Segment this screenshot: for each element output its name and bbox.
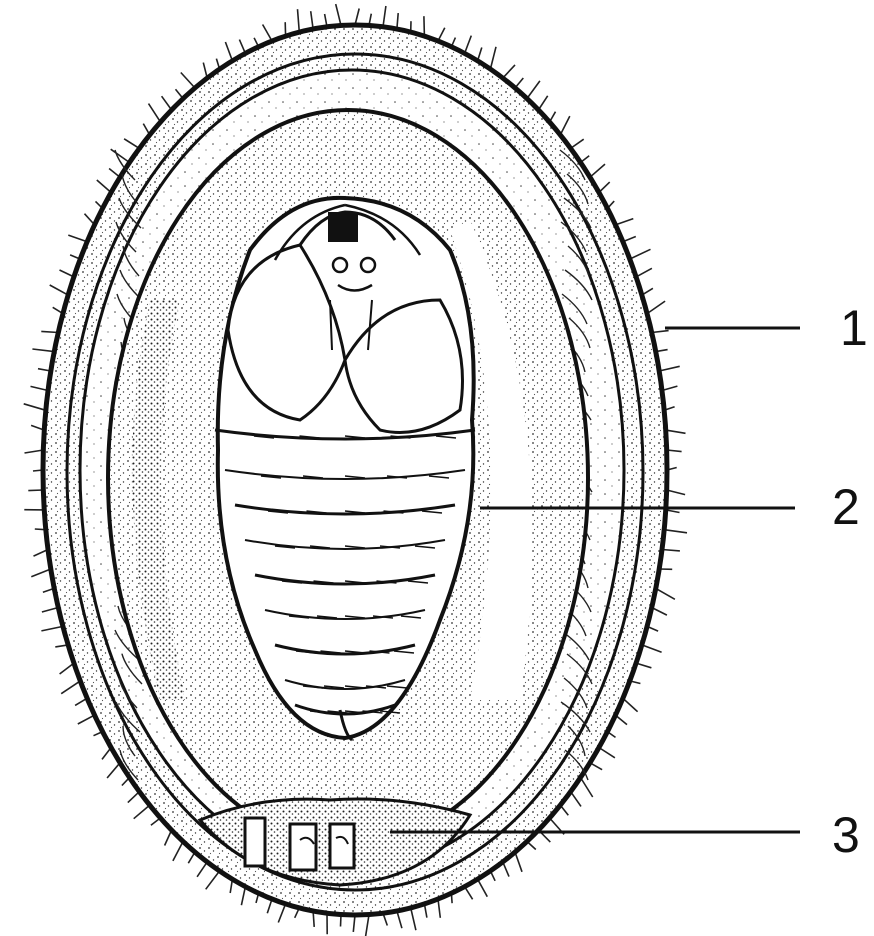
- hair-stroke: [656, 588, 675, 599]
- hair-stroke: [438, 899, 440, 918]
- hair-stroke: [647, 301, 665, 314]
- hair-stroke: [24, 404, 46, 411]
- hair-stroke: [503, 65, 515, 78]
- hair-stroke: [383, 6, 386, 27]
- hair-stroke: [97, 180, 111, 193]
- hair-stroke: [664, 530, 687, 533]
- label-2: 2: [832, 482, 860, 532]
- hair-stroke: [206, 871, 220, 889]
- hair-stroke: [41, 626, 63, 631]
- hair-stroke: [336, 4, 341, 25]
- hair-stroke: [599, 748, 615, 758]
- hair-stroke: [515, 852, 522, 872]
- hair-stroke: [61, 681, 80, 694]
- hair-stroke: [263, 25, 272, 42]
- hair-stroke: [31, 386, 49, 390]
- hair-stroke: [60, 663, 74, 674]
- hair-stroke: [107, 763, 120, 778]
- hair-stroke: [25, 450, 44, 453]
- hair-stroke: [197, 862, 207, 877]
- hair-stroke: [623, 698, 638, 712]
- hair-stroke: [397, 911, 402, 928]
- hair-stroke: [78, 715, 95, 724]
- hair-stroke: [134, 805, 150, 819]
- hair-stroke: [666, 430, 686, 433]
- hair-stroke: [615, 219, 633, 225]
- hair-stroke: [465, 36, 472, 54]
- hair-stroke: [225, 42, 232, 61]
- hair-stroke: [424, 16, 425, 36]
- hair-stroke: [311, 11, 313, 29]
- hair-stroke: [173, 841, 183, 861]
- hair-stroke: [490, 47, 496, 69]
- hair-stroke: [32, 349, 54, 352]
- hair-stroke: [478, 879, 488, 897]
- hair-stroke: [642, 645, 662, 652]
- hair-stroke: [571, 792, 581, 807]
- hair-stroke: [667, 490, 685, 495]
- hair-stroke: [241, 887, 245, 906]
- hair-stroke: [560, 116, 570, 135]
- label-3: 3: [832, 810, 860, 860]
- hair-stroke: [411, 908, 416, 930]
- hair-stroke: [50, 285, 68, 295]
- hair-stroke: [581, 778, 593, 798]
- hair-stroke: [124, 139, 139, 149]
- hair-stroke: [353, 915, 355, 932]
- hair-stroke: [659, 366, 680, 371]
- hair-stroke: [636, 268, 652, 277]
- hair-stroke: [590, 164, 605, 177]
- label-1: 1: [840, 303, 868, 353]
- hair-stroke: [278, 904, 285, 923]
- hair-stroke: [662, 550, 680, 551]
- hair-stroke: [149, 104, 161, 123]
- hair-stroke: [181, 73, 195, 89]
- hair-stroke: [68, 235, 87, 242]
- hair-stroke: [366, 915, 369, 936]
- hair-stroke: [527, 81, 540, 99]
- hair-stroke: [298, 9, 300, 32]
- hair-stroke: [31, 569, 51, 577]
- hair-stroke: [42, 608, 58, 613]
- hair-stroke: [630, 249, 651, 259]
